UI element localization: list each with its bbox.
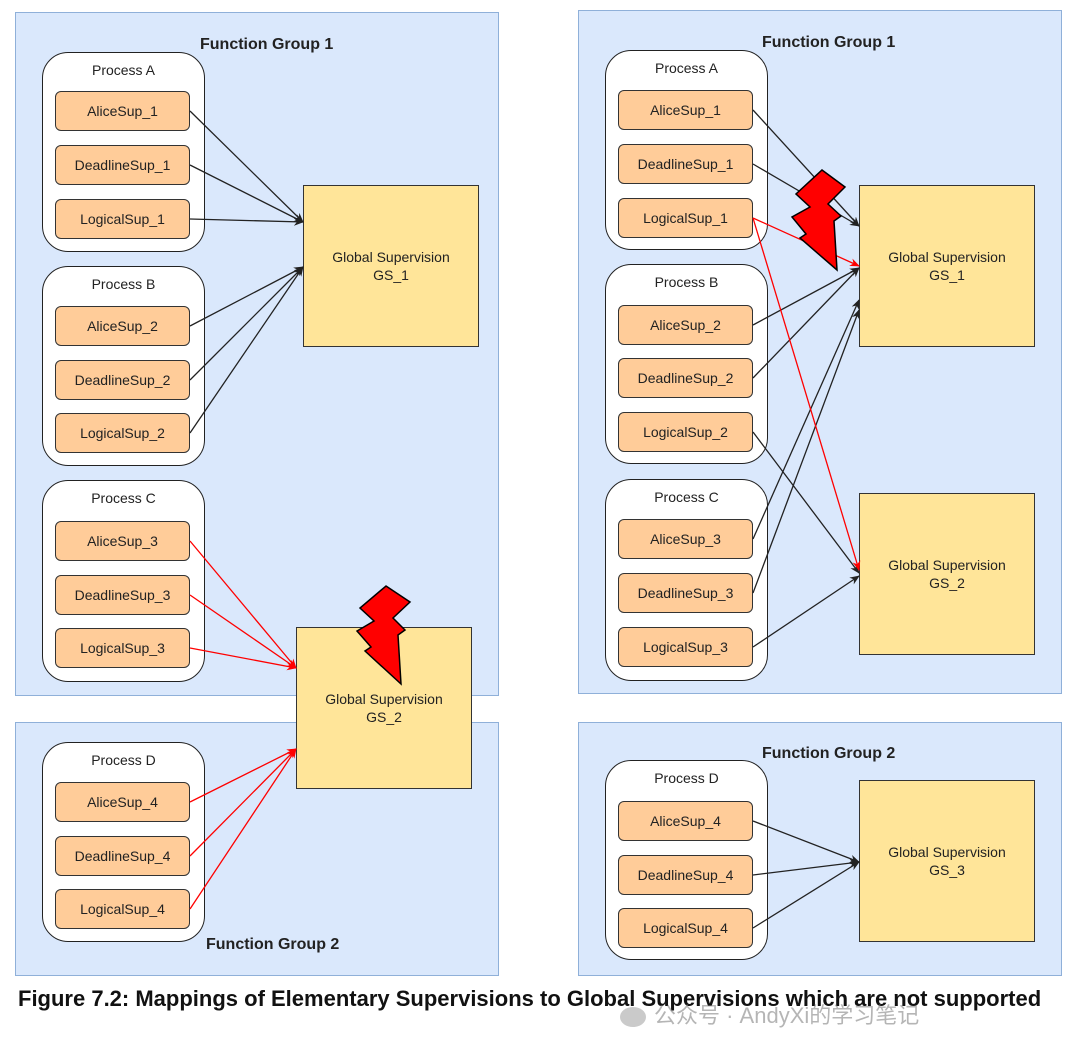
process-label: Process D	[654, 770, 719, 786]
right-global-supervision-gs1: Global Supervision GS_1	[859, 185, 1035, 347]
process-label: Process D	[91, 752, 156, 768]
gs-id: GS_1	[373, 267, 409, 283]
process-label: Process C	[91, 490, 156, 506]
process-label: Process C	[654, 489, 719, 505]
gs-title: Global Supervision	[325, 691, 443, 707]
figure-caption: Figure 7.2: Mappings of Elementary Super…	[18, 986, 1042, 1011]
process-label: Process A	[654, 60, 719, 76]
gs-title: Global Supervision	[888, 844, 1006, 860]
right-logicalsup-2: LogicalSup_2	[618, 412, 753, 452]
right-alicesup-4: AliceSup_4	[618, 801, 753, 841]
left-alicesup-4: AliceSup_4	[55, 782, 190, 822]
watermark-text: 公众号 · AndyXi的学习笔记	[654, 1003, 920, 1028]
gs-title: Global Supervision	[332, 249, 450, 265]
left-function-group-2-label: Function Group 2	[206, 936, 340, 953]
watermark: 公众号 · AndyXi的学习笔记	[620, 998, 919, 1030]
wechat-icon	[620, 1007, 646, 1028]
right-alicesup-2: AliceSup_2	[618, 305, 753, 345]
right-logicalsup-4: LogicalSup_4	[618, 908, 753, 948]
right-deadlinesup-4: DeadlineSup_4	[618, 855, 753, 895]
gs-id: GS_2	[929, 575, 965, 591]
left-logicalsup-2: LogicalSup_2	[55, 413, 190, 453]
right-function-group-2-label: Function Group 2	[762, 745, 896, 762]
left-deadlinesup-4: DeadlineSup_4	[55, 836, 190, 876]
process-label: Process B	[91, 276, 156, 292]
left-deadlinesup-3: DeadlineSup_3	[55, 575, 190, 615]
left-logicalsup-1: LogicalSup_1	[55, 199, 190, 239]
right-deadlinesup-2: DeadlineSup_2	[618, 358, 753, 398]
process-label: Process B	[654, 274, 719, 290]
left-logicalsup-3: LogicalSup_3	[55, 628, 190, 668]
right-logicalsup-3: LogicalSup_3	[618, 627, 753, 667]
right-deadlinesup-3: DeadlineSup_3	[618, 573, 753, 613]
left-global-supervision-gs1: Global Supervision GS_1	[303, 185, 479, 347]
gs-title: Global Supervision	[888, 557, 1006, 573]
right-alicesup-1: AliceSup_1	[618, 90, 753, 130]
left-global-supervision-gs2: Global Supervision GS_2	[296, 627, 472, 789]
left-deadlinesup-2: DeadlineSup_2	[55, 360, 190, 400]
right-global-supervision-gs2: Global Supervision GS_2	[859, 493, 1035, 655]
left-function-group-1-label: Function Group 1	[200, 36, 334, 53]
left-alicesup-2: AliceSup_2	[55, 306, 190, 346]
gs-title: Global Supervision	[888, 249, 1006, 265]
gs-id: GS_3	[929, 862, 965, 878]
right-deadlinesup-1: DeadlineSup_1	[618, 144, 753, 184]
gs-id: GS_1	[929, 267, 965, 283]
process-label: Process A	[91, 62, 156, 78]
left-logicalsup-4: LogicalSup_4	[55, 889, 190, 929]
gs-id: GS_2	[366, 709, 402, 725]
left-alicesup-3: AliceSup_3	[55, 521, 190, 561]
right-logicalsup-1: LogicalSup_1	[618, 198, 753, 238]
right-alicesup-3: AliceSup_3	[618, 519, 753, 559]
left-deadlinesup-1: DeadlineSup_1	[55, 145, 190, 185]
right-global-supervision-gs3: Global Supervision GS_3	[859, 780, 1035, 942]
right-function-group-1-label: Function Group 1	[762, 34, 896, 51]
left-alicesup-1: AliceSup_1	[55, 91, 190, 131]
